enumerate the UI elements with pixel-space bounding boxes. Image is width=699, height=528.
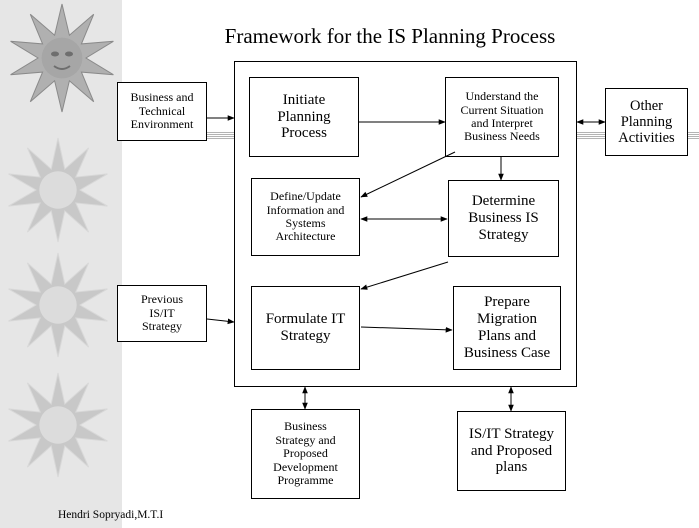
other-planning-box: Other Planning Activities	[605, 88, 688, 156]
sun-outline-icon	[8, 372, 108, 478]
business-strategy-box: Business Strategy and Proposed Developme…	[251, 409, 360, 499]
formulate-it-box: Formulate IT Strategy	[251, 286, 360, 370]
previous-strategy-label: Previous IS/IT Strategy	[141, 292, 183, 334]
stripe-left	[206, 131, 234, 140]
business-strategy-label: Business Strategy and Proposed Developme…	[273, 419, 338, 488]
arrow-determine-to-formulate	[360, 261, 449, 290]
prepare-migration-box: Prepare Migration Plans and Business Cas…	[453, 286, 561, 370]
arrow-formulate-to-prepare	[360, 326, 453, 333]
slide-title: Framework for the IS Planning Process	[224, 24, 556, 48]
isit-strategy-label: IS/IT Strategy and Proposed plans	[468, 425, 555, 476]
stripe-right-inner	[577, 131, 606, 140]
understand-situation-box: Understand the Current Situation and Int…	[445, 77, 559, 157]
sun-decorations	[8, 3, 114, 478]
understand-situation-label: Understand the Current Situation and Int…	[460, 89, 544, 144]
business-environment-box: Business and Technical Environment	[117, 82, 207, 141]
initiate-planning-box: Initiate Planning Process	[249, 77, 359, 157]
sun-outline-icon	[8, 137, 108, 243]
business-environment-label: Business and Technical Environment	[130, 90, 194, 132]
define-architecture-label: Define/Update Information and Systems Ar…	[266, 189, 345, 244]
initiate-planning-label: Initiate Planning Process	[277, 91, 331, 142]
other-planning-label: Other Planning Activities	[618, 97, 675, 147]
footer-author: Hendri Sopryadi,M.T.I	[58, 509, 164, 521]
stripe-right-outer	[688, 131, 699, 140]
sun-outline-icon	[8, 252, 108, 358]
prepare-migration-label: Prepare Migration Plans and Business Cas…	[463, 294, 551, 361]
determine-strategy-box: Determine Business IS Strategy	[448, 180, 559, 257]
sun-face-icon	[10, 3, 114, 113]
formulate-it-label: Formulate IT Strategy	[265, 311, 346, 344]
define-architecture-box: Define/Update Information and Systems Ar…	[251, 178, 360, 256]
previous-strategy-box: Previous IS/IT Strategy	[117, 285, 207, 342]
isit-strategy-box: IS/IT Strategy and Proposed plans	[457, 411, 566, 491]
arrow-understand-to-define	[360, 151, 456, 198]
determine-strategy-label: Determine Business IS Strategy	[468, 193, 539, 243]
arrow-previous-to-frame	[206, 318, 235, 325]
process-frame	[234, 61, 577, 387]
